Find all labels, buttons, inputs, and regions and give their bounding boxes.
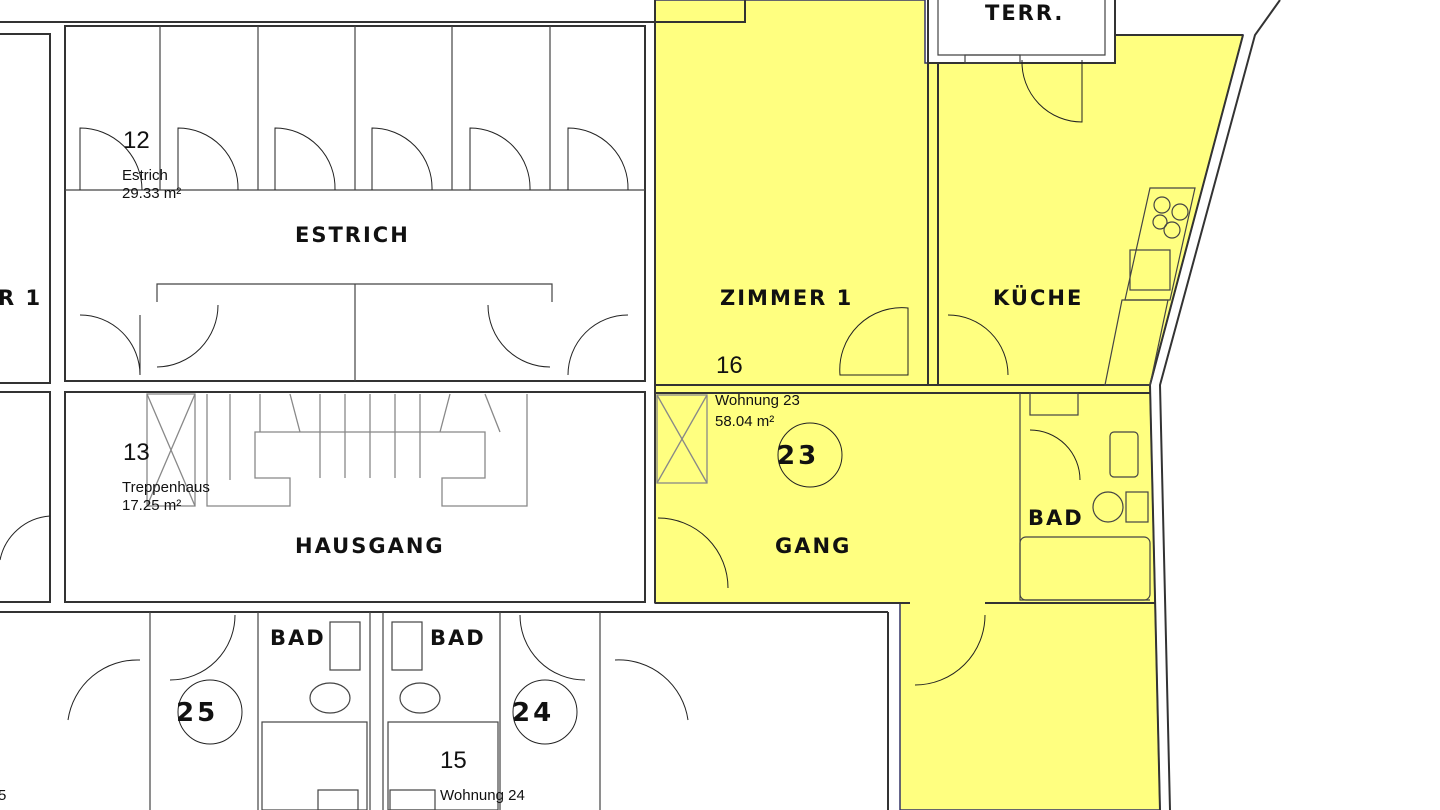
label-terrasse: TERR. xyxy=(985,1,1064,25)
label-bad-left-2: BAD xyxy=(430,626,486,650)
room-area-wohnung-23: 58.04 m² xyxy=(715,413,774,430)
label-hausgang: HAUSGANG xyxy=(295,534,445,558)
label-left-cut-bottom: 5 xyxy=(0,787,6,804)
label-zimmer-1: ZIMMER 1 xyxy=(720,286,853,310)
unit-badge-24: 24 xyxy=(512,698,554,728)
unit-badge-23: 23 xyxy=(777,441,819,471)
label-left-cut: R 1 xyxy=(0,286,42,310)
room-name-wohnung-24: Wohnung 24 xyxy=(440,787,525,804)
label-bad-right: BAD xyxy=(1028,506,1084,530)
unit-24-circle xyxy=(512,679,578,745)
walls xyxy=(0,0,1281,810)
room-name-estrich: Estrich xyxy=(122,167,168,184)
door-swings xyxy=(0,59,1083,721)
room-name-wohnung-23: Wohnung 23 xyxy=(715,392,800,409)
label-bad-left-1: BAD xyxy=(270,626,326,650)
unit-badge-25: 25 xyxy=(176,698,218,728)
label-estrich: ESTRICH xyxy=(295,223,410,247)
room-area-estrich: 29.33 m² xyxy=(122,185,181,202)
unit-23-circle xyxy=(777,422,843,488)
room-number-16: 16 xyxy=(716,352,743,379)
label-gang: GANG xyxy=(775,534,851,558)
room-area-treppenhaus: 17.25 m² xyxy=(122,497,181,514)
room-name-treppenhaus: Treppenhaus xyxy=(122,479,210,496)
room-number-15: 15 xyxy=(440,747,467,774)
room-number-12: 12 xyxy=(123,127,150,154)
label-kueche: KÜCHE xyxy=(993,285,1083,310)
unit-25-circle xyxy=(177,679,243,745)
room-number-13: 13 xyxy=(123,439,150,466)
